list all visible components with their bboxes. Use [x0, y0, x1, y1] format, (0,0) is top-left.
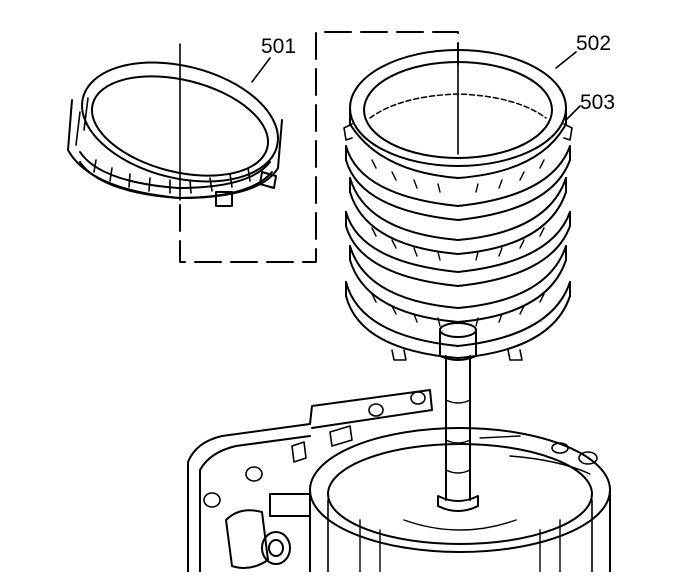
callout-501: 501: [261, 35, 297, 58]
transmission-case: [188, 390, 610, 572]
callout-502: 502: [576, 32, 612, 55]
leader-503: [566, 106, 580, 120]
callout-503: 503: [580, 91, 616, 114]
input-shaft: [438, 323, 478, 511]
leader-502: [556, 52, 576, 68]
alignment-dashed-line: [180, 32, 458, 262]
leader-501: [252, 58, 270, 82]
